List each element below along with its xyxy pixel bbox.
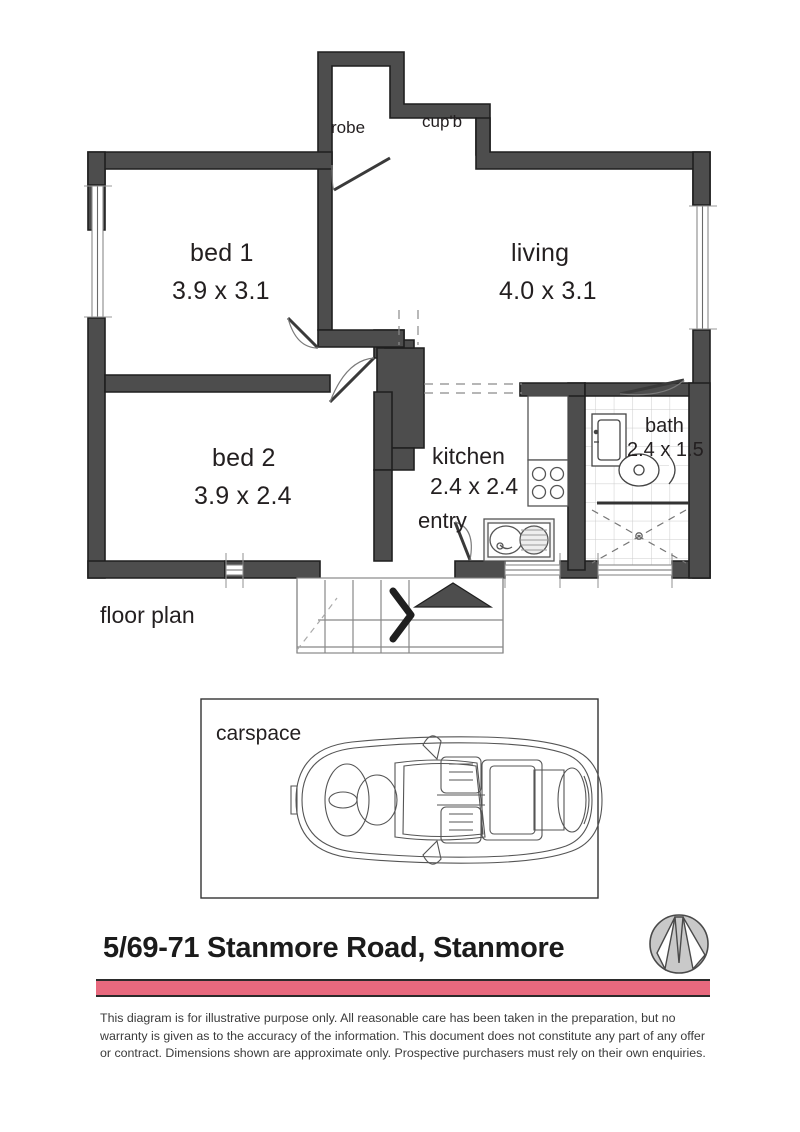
room-dim-bed-1: 3.9 x 3.1: [172, 277, 270, 305]
cupboard-label: cup'b: [422, 112, 463, 131]
carspace-label: carspace: [216, 722, 302, 745]
stairs: [296, 577, 504, 654]
stair-arrow-icon: [389, 587, 415, 643]
dashed-openings: [398, 310, 522, 394]
disclaimer-text: This diagram is for illustrative purpose…: [100, 1011, 706, 1061]
room-label-bed-2: bed 2: [212, 444, 276, 472]
room-label-bath: bath: [645, 415, 684, 437]
doors: [286, 156, 685, 561]
entry-label: entry: [418, 508, 467, 533]
room-label-bed-1: bed 1: [190, 239, 254, 267]
floor-plan-label: floor plan: [100, 602, 195, 628]
accent-divider-bar: [96, 979, 710, 997]
room-dim-living: 4.0 x 3.1: [499, 277, 597, 305]
room-dim-bath: 2.4 x 1.5: [627, 439, 704, 461]
room-label-living: living: [511, 239, 570, 267]
room-dim-kitchen: 2.4 x 2.4: [430, 473, 519, 499]
compass-circle-logo: [649, 914, 709, 974]
carspace-box: [200, 698, 599, 899]
car-top-view-icon: [290, 735, 603, 865]
room-dim-bed-2: 3.9 x 2.4: [194, 482, 292, 510]
robe-label: robe: [331, 118, 366, 137]
kitchen-fixtures: [483, 395, 569, 562]
windows: [84, 185, 717, 588]
page-title: 5/69-71 Stanmore Road, Stanmore: [103, 932, 565, 964]
floorplan-group: [84, 51, 717, 899]
entry-triangle-icon: [412, 582, 494, 608]
room-label-kitchen: kitchen: [432, 443, 505, 469]
bath-fixtures: [591, 413, 689, 564]
